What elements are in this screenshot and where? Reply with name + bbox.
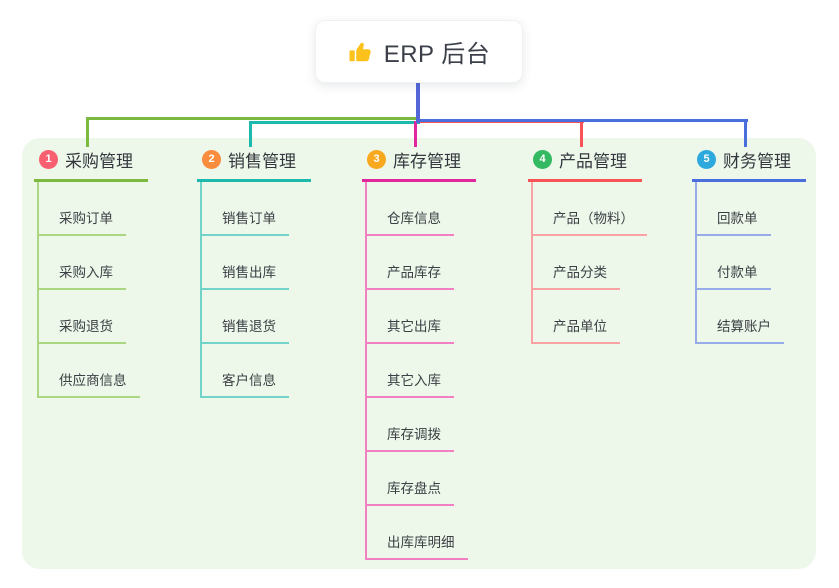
thumbs-up-icon: [348, 39, 374, 65]
child-node-label: 产品（物料）: [533, 207, 647, 236]
connector-line: [86, 117, 420, 120]
child-node[interactable]: 供应商信息: [39, 344, 140, 398]
branch-children: 仓库信息产品库存其它出库其它入库库存调拨库存盘点出库库明细: [365, 182, 468, 560]
child-node[interactable]: 仓库信息: [367, 182, 468, 236]
child-node[interactable]: 销售订单: [202, 182, 289, 236]
child-node[interactable]: 产品分类: [533, 236, 647, 290]
child-node-label: 客户信息: [202, 369, 289, 398]
child-node[interactable]: 客户信息: [202, 344, 289, 398]
branch-node-label: 销售管理: [228, 152, 296, 171]
branch-column: 4 产品管理产品（物料） 产品分类产品单位: [528, 147, 647, 344]
child-node[interactable]: 销售出库: [202, 236, 289, 290]
branches-panel: [22, 138, 816, 569]
child-node[interactable]: 回款单: [697, 182, 784, 236]
branch-number-badge: 5: [697, 150, 716, 169]
connector-line: [416, 119, 748, 122]
branch-node-label: 产品管理: [559, 152, 627, 171]
child-node[interactable]: 采购退货: [39, 290, 140, 344]
branch-children: 产品（物料） 产品分类产品单位: [531, 182, 647, 344]
branch-node-5[interactable]: 5 财务管理: [692, 147, 806, 182]
child-node-label: 销售退货: [202, 315, 289, 344]
branch-node-label: 库存管理: [393, 152, 461, 171]
connector-line: [249, 121, 420, 124]
branch-column: 2 销售管理销售订单销售出库销售退货客户信息: [197, 147, 311, 398]
child-node-label: 库存调拨: [367, 423, 454, 452]
child-node-label: 出库库明细: [367, 531, 468, 560]
branch-node-1[interactable]: 1 采购管理: [34, 147, 148, 182]
connector-line: [580, 120, 583, 147]
connector-line: [416, 83, 420, 123]
child-node-label: 产品库存: [367, 261, 454, 290]
child-node-label: 采购退货: [39, 315, 126, 344]
child-node-label: 产品分类: [533, 261, 620, 290]
branch-node-label: 采购管理: [65, 152, 133, 171]
child-node[interactable]: 采购订单: [39, 182, 140, 236]
child-node-label: 供应商信息: [39, 369, 140, 398]
child-node-label: 采购订单: [39, 207, 126, 236]
child-node[interactable]: 其它出库: [367, 290, 468, 344]
child-node[interactable]: 库存盘点: [367, 452, 468, 506]
child-node-label: 销售出库: [202, 261, 289, 290]
child-node[interactable]: 其它入库: [367, 344, 468, 398]
child-node[interactable]: 库存调拨: [367, 398, 468, 452]
child-node-label: 采购入库: [39, 261, 126, 290]
branch-number-badge: 4: [533, 150, 552, 169]
child-node[interactable]: 产品单位: [533, 290, 647, 344]
branch-number-badge: 1: [39, 150, 58, 169]
child-node[interactable]: 销售退货: [202, 290, 289, 344]
child-node[interactable]: 出库库明细: [367, 506, 468, 560]
child-node-label: 其它入库: [367, 369, 454, 398]
branch-node-4[interactable]: 4 产品管理: [528, 147, 642, 182]
child-node-label: 其它出库: [367, 315, 454, 344]
child-node-label: 销售订单: [202, 207, 289, 236]
child-node[interactable]: 结算账户: [697, 290, 784, 344]
child-node[interactable]: 产品库存: [367, 236, 468, 290]
branch-node-2[interactable]: 2 销售管理: [197, 147, 311, 182]
branch-number-badge: 2: [202, 150, 221, 169]
root-node-label: ERP 后台: [383, 41, 491, 68]
branch-column: 3 库存管理仓库信息产品库存其它出库其它入库库存调拨库存盘点出库库明细: [362, 147, 476, 560]
connector-line: [744, 119, 747, 147]
branch-node-3[interactable]: 3 库存管理: [362, 147, 476, 182]
child-node-label: 产品单位: [533, 315, 620, 344]
child-node[interactable]: 付款单: [697, 236, 784, 290]
root-node[interactable]: ERP 后台: [315, 20, 523, 83]
child-node-label: 回款单: [697, 207, 771, 236]
child-node-label: 付款单: [697, 261, 771, 290]
child-node[interactable]: 采购入库: [39, 236, 140, 290]
child-node-label: 结算账户: [697, 315, 784, 344]
branch-column: 5 财务管理回款单付款单结算账户: [692, 147, 806, 344]
branch-column: 1 采购管理采购订单采购入库采购退货供应商信息: [34, 147, 148, 398]
child-node-label: 库存盘点: [367, 477, 454, 506]
connector-line: [249, 121, 252, 147]
branch-number-badge: 3: [367, 150, 386, 169]
connector-line: [86, 117, 89, 147]
child-node[interactable]: 产品（物料）: [533, 182, 647, 236]
child-node-label: 仓库信息: [367, 207, 454, 236]
branch-children: 销售订单销售出库销售退货客户信息: [200, 182, 289, 398]
branch-children: 回款单付款单结算账户: [695, 182, 784, 344]
branch-node-label: 财务管理: [723, 152, 791, 171]
branch-children: 采购订单采购入库采购退货供应商信息: [37, 182, 140, 398]
connector-line: [414, 121, 417, 147]
